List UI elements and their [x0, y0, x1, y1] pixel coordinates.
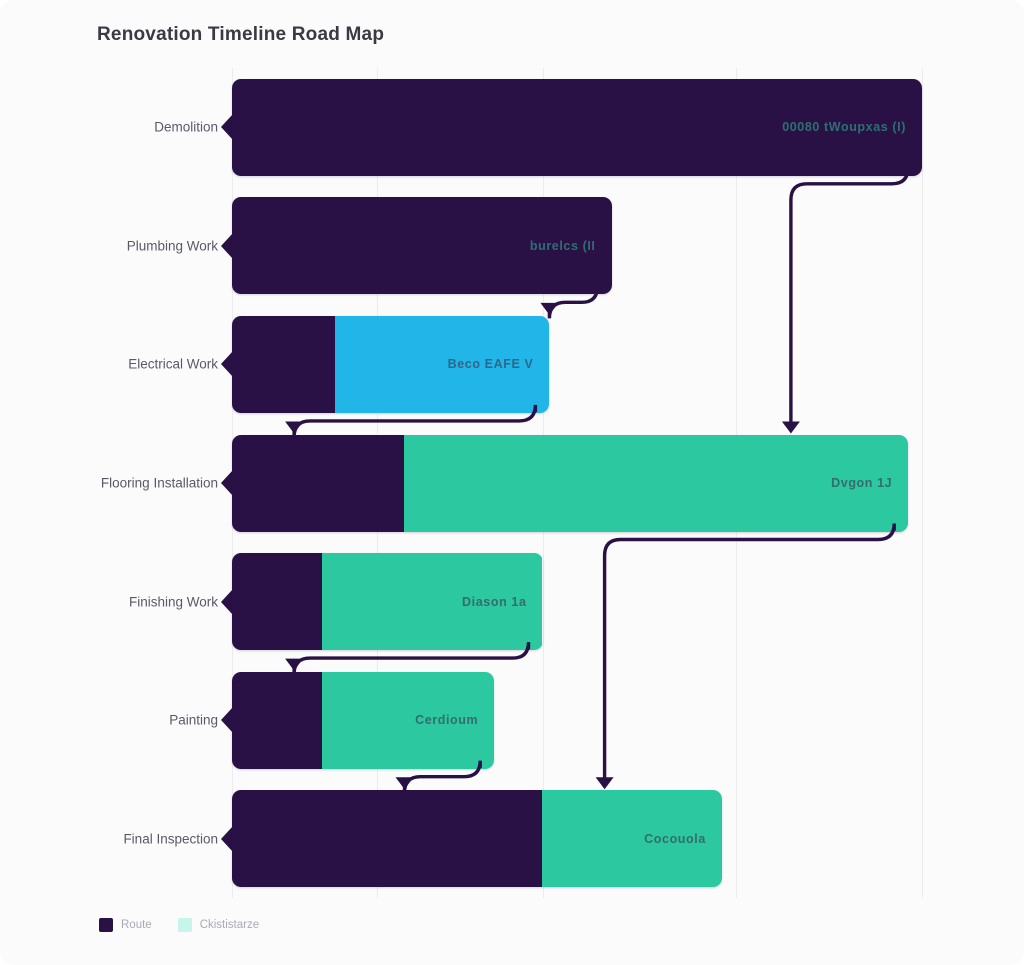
dependency-arrow-icon	[781, 421, 800, 434]
dependency-arrow-icon	[285, 421, 304, 434]
legend-label: Ckististarze	[199, 919, 260, 931]
bar-segment-base	[232, 197, 612, 295]
row-label-demolition: Demolition	[154, 119, 218, 135]
bar-segment-base	[232, 315, 336, 413]
legend-swatch	[99, 918, 113, 932]
legend-item-1[interactable]: Ckististarze	[177, 918, 260, 932]
row-label-finishing-work: Finishing Work	[128, 594, 218, 610]
row-caret-icon	[221, 825, 233, 852]
bar-segment-progress	[321, 553, 543, 651]
row-caret-icon	[221, 232, 233, 259]
chart-title: Renovation Timeline Road Map	[97, 24, 385, 45]
bar-segment-progress	[321, 671, 495, 769]
gantt-bar[interactable]	[232, 197, 612, 295]
row-label-painting: Painting	[169, 712, 218, 728]
bar-segment-base	[232, 553, 322, 651]
row-caret-icon	[221, 351, 233, 378]
row-label-electrical-work: Electrical Work	[128, 356, 218, 372]
legend-label: Route	[121, 919, 152, 931]
bar-segment-base	[232, 78, 922, 176]
row-caret-icon	[221, 707, 233, 734]
chart-legend: Route Ckististarze	[99, 918, 259, 932]
gantt-bar[interactable]	[232, 315, 550, 413]
row-label-plumbing-work: Plumbing Work	[126, 238, 218, 254]
bar-segment-progress	[335, 315, 550, 413]
row-label-flooring-installation: Flooring Installation	[100, 475, 218, 491]
bar-segment-base	[232, 671, 322, 769]
legend-swatch	[177, 918, 192, 932]
dependency-arrow-icon	[285, 658, 304, 671]
gantt-bar[interactable]	[232, 434, 909, 532]
legend-item-0[interactable]: Route	[99, 918, 152, 932]
row-caret-icon	[221, 470, 233, 496]
gantt-bar[interactable]	[232, 790, 722, 888]
bar-segment-base	[232, 790, 543, 888]
row-caret-icon	[221, 588, 233, 615]
gantt-bar[interactable]	[232, 78, 922, 176]
gridline-4	[922, 68, 923, 898]
bar-segment-base	[232, 434, 405, 532]
bar-segment-progress	[404, 434, 909, 532]
dependency-arrow-icon	[595, 777, 614, 790]
row-caret-icon	[221, 114, 233, 141]
gantt-bar[interactable]	[232, 553, 543, 651]
gantt-bar[interactable]	[232, 671, 495, 769]
row-label-final-inspection: Final Inspection	[123, 831, 218, 847]
dependency-arrow-icon	[395, 777, 414, 790]
bar-segment-progress	[542, 790, 722, 888]
